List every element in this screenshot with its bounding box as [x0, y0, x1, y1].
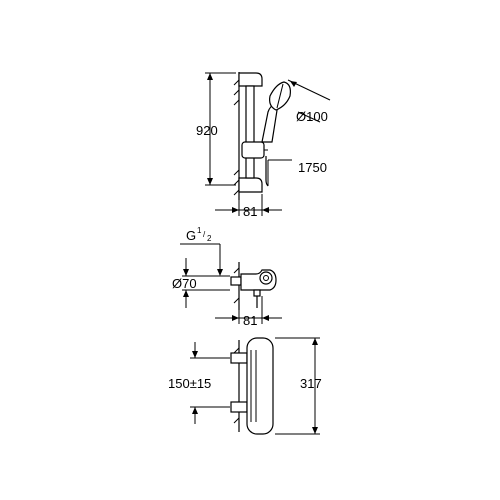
shower-rail — [245, 85, 255, 179]
thread-dimension — [180, 243, 223, 276]
height-dimension-317 — [275, 337, 320, 435]
thread-slash: / — [203, 230, 206, 239]
width-dimension-81-top — [215, 194, 282, 216]
width-dimension-81-middle — [215, 296, 282, 324]
rail-slider — [241, 141, 265, 159]
wall-hatching-2 — [233, 267, 240, 304]
length-dimension-1750 — [267, 159, 292, 186]
shower-rail-set-drawing: 920 Ø100 1750 81 — [196, 72, 331, 219]
mixer-front-view-drawing: 150±15 317 — [168, 337, 322, 435]
wall-hatching-3 — [233, 347, 240, 424]
mixer-knob-side — [259, 271, 273, 285]
height-label-317: 317 — [300, 376, 322, 391]
spacing-dimension-150 — [190, 342, 230, 424]
thread-label-main: G — [186, 228, 196, 243]
diameter-dimension-70 — [182, 258, 230, 308]
thread-label-sup: 1 — [197, 226, 202, 235]
length-label-1750: 1750 — [298, 160, 327, 175]
upper-connection — [230, 352, 248, 364]
wall-connection — [230, 276, 242, 286]
height-label-920: 920 — [196, 123, 218, 138]
width-label-81-middle: 81 — [243, 313, 257, 328]
height-dimension-920 — [205, 72, 236, 186]
rail-top-bracket — [238, 72, 263, 87]
diameter-label-100: Ø100 — [296, 109, 328, 124]
thread-label-sub: 2 — [207, 234, 212, 243]
mixer-outlet — [253, 289, 261, 297]
diameter-label-70: Ø70 — [172, 276, 197, 291]
mixer-side-view-drawing: G 1 / 2 Ø70 81 — [172, 226, 282, 328]
lower-connection — [230, 401, 248, 413]
rail-bottom-bracket — [238, 177, 263, 193]
wall-hatching — [233, 79, 240, 196]
width-label-81-top: 81 — [243, 204, 257, 219]
mixer-body-front — [246, 337, 274, 435]
diameter-dimension-100 — [287, 79, 331, 123]
spacing-label-150: 150±15 — [168, 376, 211, 391]
